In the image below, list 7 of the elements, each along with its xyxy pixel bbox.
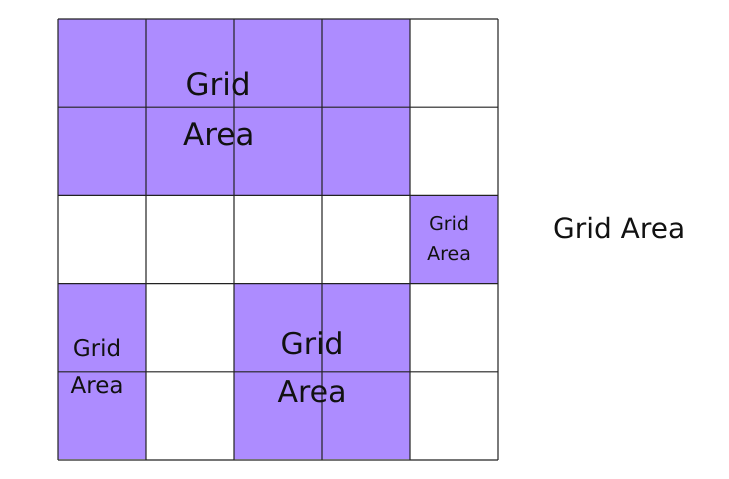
grid-area — [234, 283, 410, 459]
area-label: Grid Area — [426, 212, 472, 268]
grid-area — [58, 283, 146, 459]
grid-area — [410, 195, 498, 283]
grid-area-label: Grid Area — [553, 212, 686, 245]
area-label: Grid Area — [70, 335, 124, 401]
grid-area — [58, 19, 410, 195]
